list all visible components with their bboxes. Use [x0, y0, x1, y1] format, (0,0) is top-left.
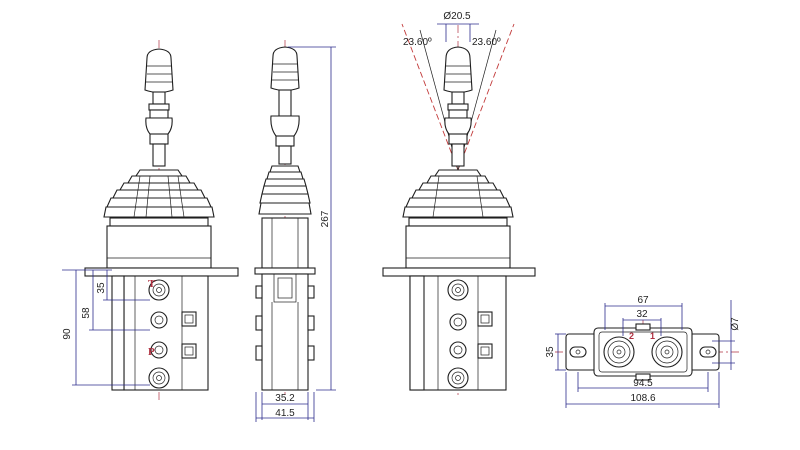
dim-top-94-5: 94.5 [633, 378, 653, 389]
dim-height-267: 267 [320, 210, 331, 227]
dim-angle-right: 23.60º [472, 37, 501, 48]
dim-knob-dia: Ø20.5 [443, 11, 471, 22]
dim-side-90: 90 [62, 328, 73, 340]
dim-width-41-5: 41.5 [275, 408, 295, 419]
dim-side-35: 35 [96, 282, 107, 294]
port-label-1: 1 [650, 331, 655, 341]
dim-hole-dia: Ø7 [730, 317, 741, 331]
dim-angle-left: 23.60º [403, 37, 432, 48]
dim-side-58: 58 [81, 307, 92, 319]
dim-top-32: 32 [636, 309, 648, 320]
dim-width-35-2: 35.2 [275, 393, 295, 404]
port-label-2: 2 [629, 331, 634, 341]
dim-top-35: 35 [545, 346, 556, 358]
rear-view: Ø20.5 23.60º 23.60º [382, 11, 536, 395]
front-view: T P 35 58 90 [62, 40, 239, 400]
top-view: 2 1 67 32 Ø7 35 94.5 108.6 [545, 295, 741, 408]
side-view: 267 35.2 41.5 [254, 40, 336, 422]
port-label-t: T [148, 278, 156, 290]
dim-top-67: 67 [637, 295, 649, 306]
port-label-p: P [148, 346, 155, 358]
dim-top-108-6: 108.6 [630, 393, 655, 404]
